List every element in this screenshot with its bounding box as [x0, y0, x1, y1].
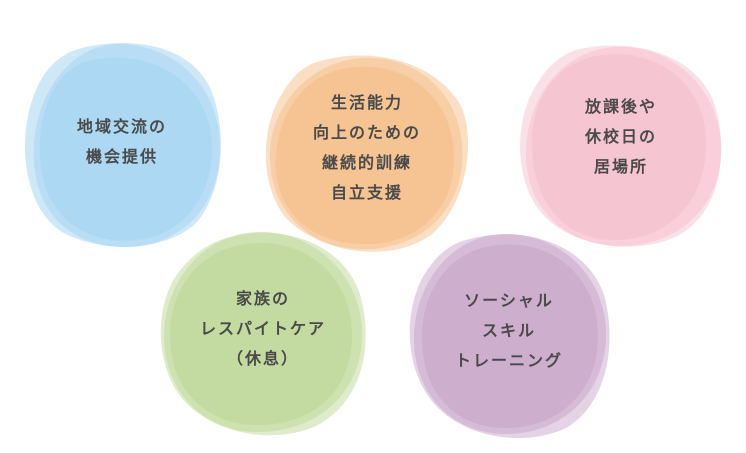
bubble-label: 地域交流の 機会提供	[22, 112, 222, 172]
bubble-label: ソーシャル スキル トレーニング	[406, 286, 612, 376]
label-line: ソーシャル	[464, 291, 554, 310]
bubble-after-school-place: 放課後や 休校日の 居場所	[516, 44, 726, 250]
bubble-social-skills-training: ソーシャル スキル トレーニング	[406, 230, 612, 440]
label-line: 機会提供	[85, 147, 158, 166]
bubble-respite-care: 家族の レスパイトケア （休息）	[156, 228, 370, 438]
label-line: スキル	[481, 321, 536, 340]
label-line: トレーニング	[454, 351, 563, 370]
label-line: 自立支援	[330, 183, 403, 202]
blob-shape-icon	[409, 234, 610, 439]
label-line: 放課後や	[584, 97, 657, 116]
label-line: 居場所	[593, 157, 648, 176]
bubble-community-exchange: 地域交流の 機会提供	[22, 42, 222, 250]
bubble-label: 放課後や 休校日の 居場所	[516, 92, 726, 182]
label-line: （休息）	[226, 349, 299, 368]
label-line: 地域交流の	[76, 117, 167, 136]
label-line: 家族の	[235, 289, 290, 308]
blob-shape-icon	[265, 55, 469, 252]
blob-shape-icon	[520, 45, 722, 247]
label-line: 生活能力	[330, 93, 403, 112]
blob-shape-icon	[24, 43, 221, 248]
label-line: レスパイトケア	[199, 319, 326, 338]
label-line: 向上のための	[312, 123, 421, 142]
blob-shape-icon	[160, 232, 366, 436]
label-line: 休校日の	[584, 127, 657, 146]
bubble-label: 家族の レスパイトケア （休息）	[156, 284, 370, 374]
label-line: 継続的訓練	[321, 153, 412, 172]
bubble-label: 生活能力 向上のための 継続的訓練 自立支援	[262, 88, 472, 208]
bubble-life-skills-training: 生活能力 向上のための 継続的訓練 自立支援	[262, 54, 472, 254]
